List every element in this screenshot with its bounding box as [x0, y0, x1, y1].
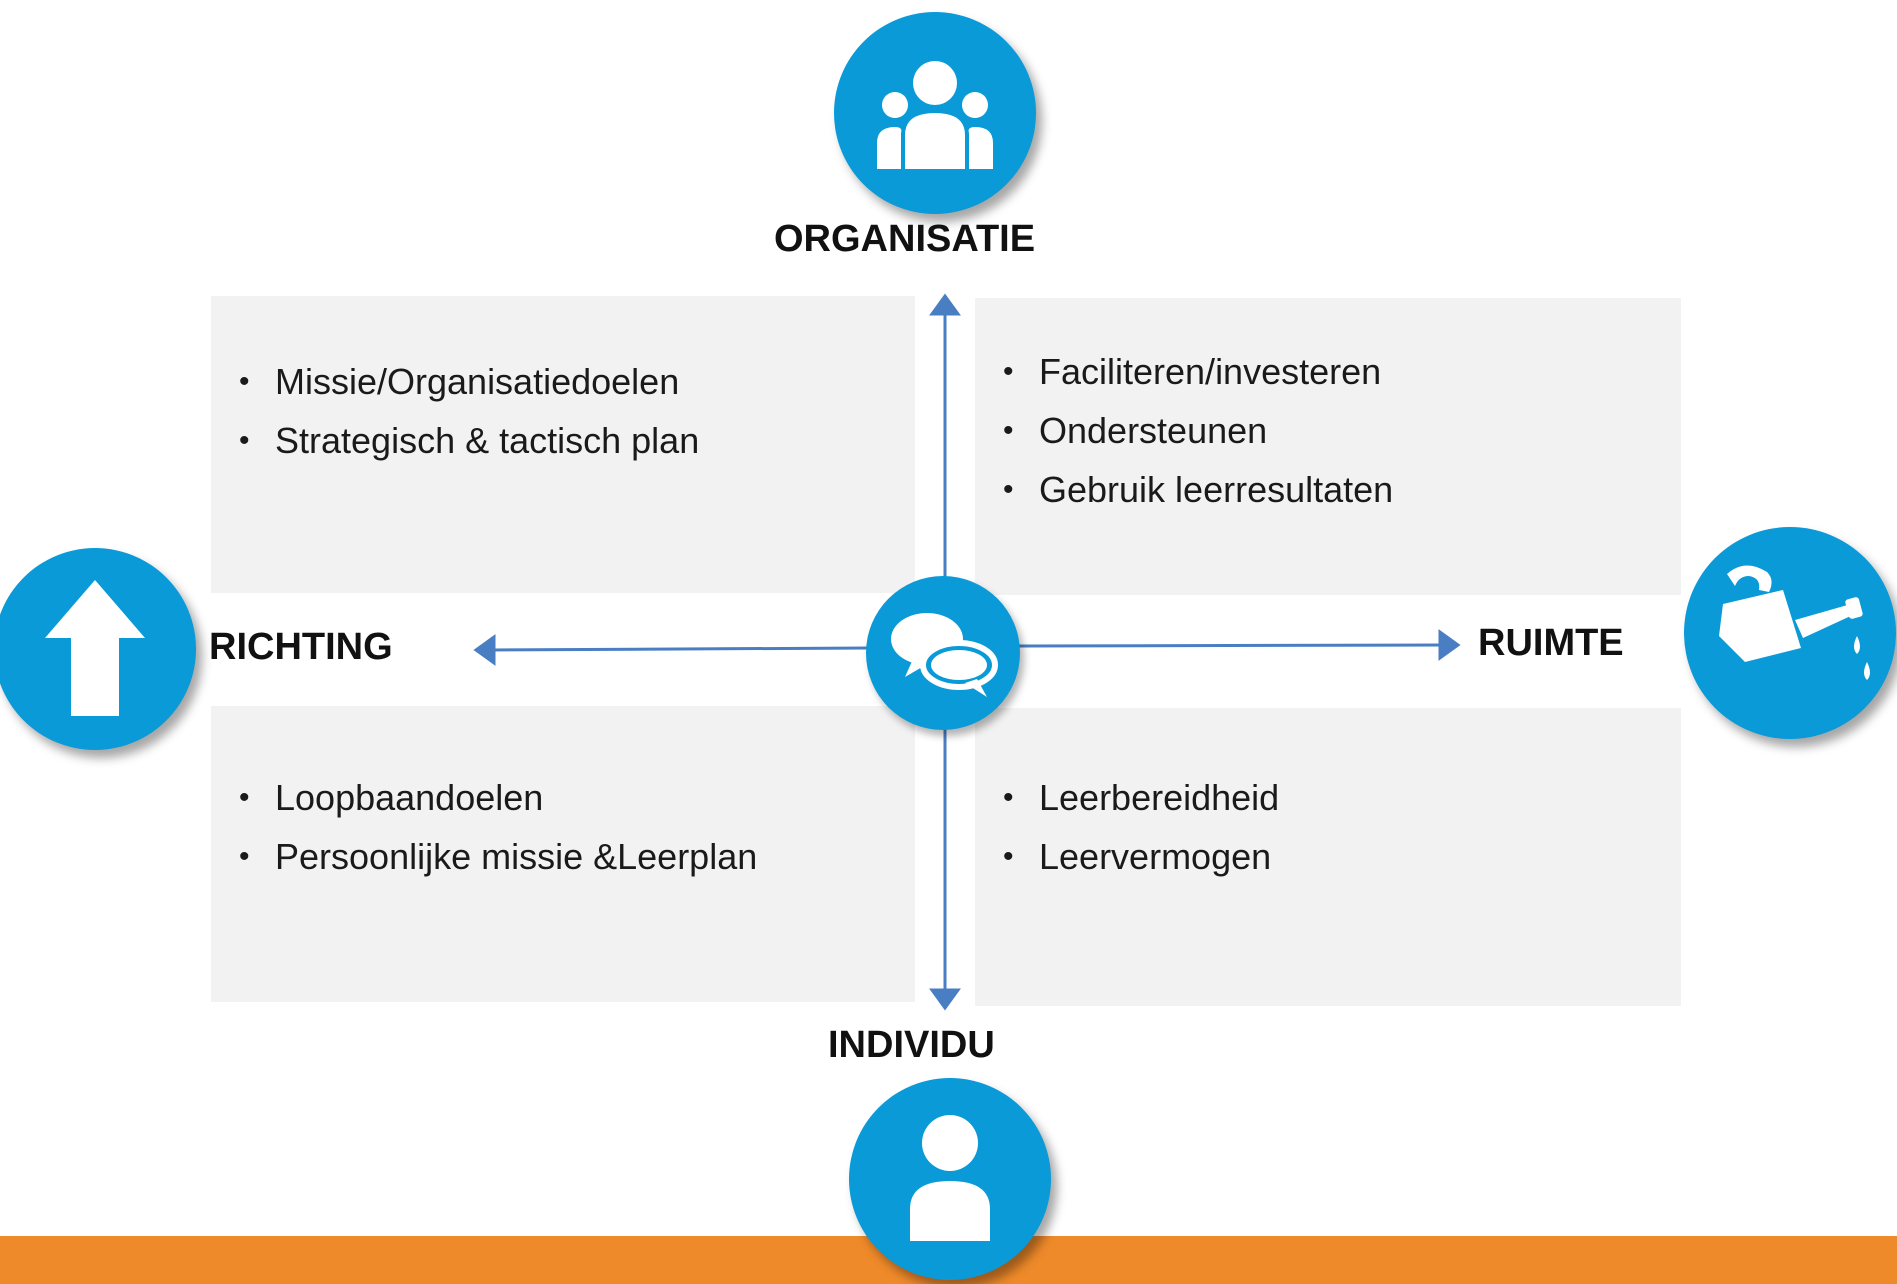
- axis-label-richting: RICHTING: [209, 626, 393, 668]
- bullet-list: Leerbereidheid Leervermogen: [1003, 768, 1279, 886]
- arrow-up-head: [929, 293, 961, 316]
- list-item: Loopbaandoelen: [239, 768, 757, 827]
- arrow-left-head: [473, 634, 496, 666]
- list-item: Persoonlijke missie &Leerplan: [239, 827, 757, 886]
- quadrant-top-left: Missie/Organisatiedoelen Strategisch & t…: [211, 296, 915, 593]
- bullet-list: Loopbaandoelen Persoonlijke missie &Leer…: [239, 768, 757, 886]
- watering-can-icon: [1719, 565, 1870, 680]
- richting-circle: [0, 548, 196, 750]
- arrow-right-line: [1017, 643, 1443, 648]
- speech-bubbles-icon: [891, 613, 998, 697]
- organisation-circle: [834, 12, 1036, 214]
- list-item: Strategisch & tactisch plan: [239, 411, 699, 470]
- bullet-list: Faciliteren/investeren Ondersteunen Gebr…: [1003, 342, 1393, 519]
- quadrant-bottom-left: Loopbaandoelen Persoonlijke missie &Leer…: [211, 706, 915, 1002]
- individu-circle: [849, 1078, 1051, 1280]
- center-circle: [866, 576, 1020, 730]
- list-item: Leerbereidheid: [1003, 768, 1279, 827]
- list-item: Faciliteren/investeren: [1003, 342, 1393, 401]
- ruimte-circle: [1684, 527, 1896, 739]
- list-item: Gebruik leerresultaten: [1003, 460, 1393, 519]
- arrow-left-line: [491, 646, 869, 652]
- arrow-right-head: [1438, 629, 1461, 661]
- arrow-down-head: [929, 988, 961, 1011]
- axis-label-individu: INDIVIDU: [828, 1024, 995, 1066]
- group-of-people-icon: [877, 61, 993, 169]
- bullet-list: Missie/Organisatiedoelen Strategisch & t…: [239, 352, 699, 470]
- axis-label-organisatie: ORGANISATIE: [774, 218, 1036, 260]
- quadrant-bottom-right: Leerbereidheid Leervermogen: [975, 708, 1681, 1006]
- axis-label-ruimte: RUIMTE: [1478, 622, 1624, 664]
- up-arrow-icon: [45, 580, 145, 716]
- list-item: Missie/Organisatiedoelen: [239, 352, 699, 411]
- quadrant-top-right: Faciliteren/investeren Ondersteunen Gebr…: [975, 298, 1681, 595]
- list-item: Leervermogen: [1003, 827, 1279, 886]
- list-item: Ondersteunen: [1003, 401, 1393, 460]
- person-icon: [910, 1115, 990, 1241]
